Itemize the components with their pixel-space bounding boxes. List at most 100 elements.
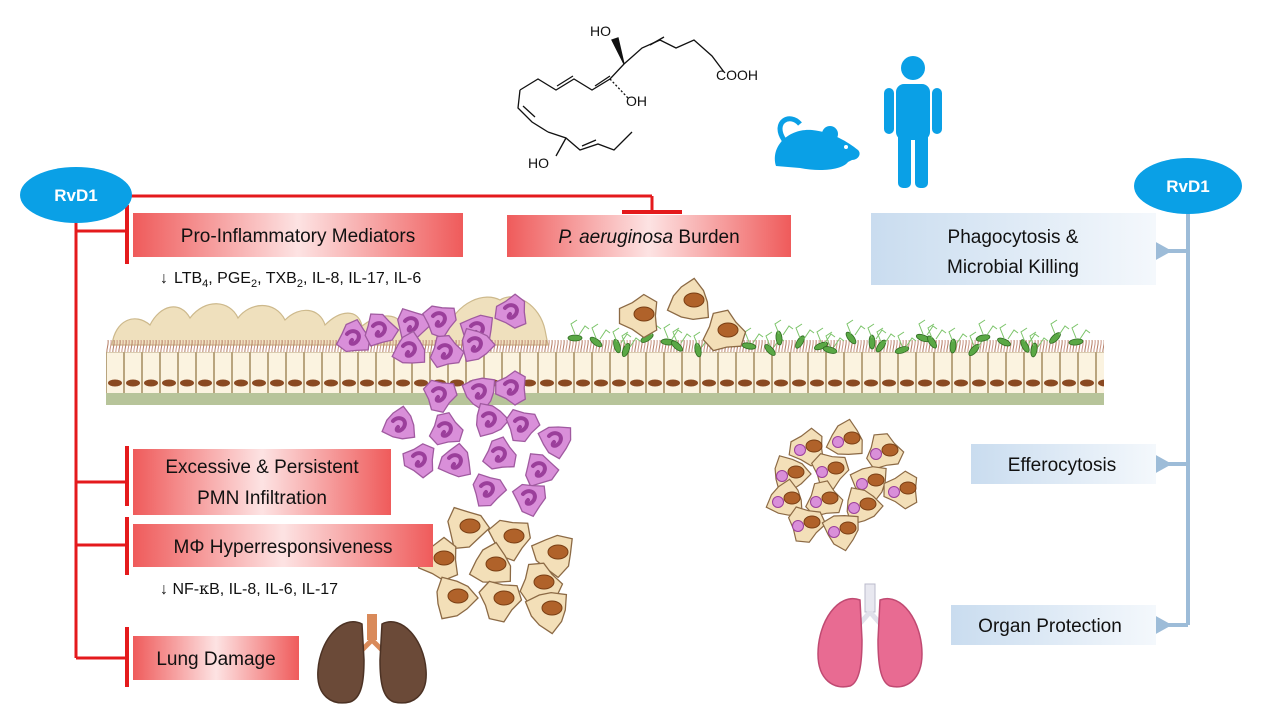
- neutrophil-cell: [381, 405, 416, 440]
- neutrophil-cell: [525, 453, 560, 487]
- pmn-line1: Excessive & Persistent: [165, 457, 359, 478]
- neutrophil-cluster: [335, 293, 572, 518]
- neutrophil-cell: [402, 443, 435, 479]
- rvd1-right-node: RvD1: [1134, 158, 1242, 214]
- bacterium: [845, 319, 866, 345]
- efferocytosis-box: Efferocytosis: [971, 444, 1156, 484]
- mphi-markers: ↓ NF-κB, IL-8, IL-6, IL-17: [160, 579, 338, 598]
- macrophage-cell: [702, 309, 747, 352]
- efferocytosis-cluster: [765, 418, 918, 552]
- healthy-lung-icon: [817, 583, 923, 688]
- bacterium: [1049, 319, 1070, 344]
- rvd1-left-label: RvD1: [54, 186, 97, 205]
- rvd1-right-label: RvD1: [1166, 177, 1209, 196]
- molecule-cooh: COOH: [716, 67, 758, 83]
- bacterium: [1068, 323, 1091, 346]
- rvd1-left-node: RvD1: [20, 167, 132, 223]
- neutrophil-cell: [391, 330, 426, 364]
- efferocytic-macrophage: [774, 455, 812, 493]
- macrophage-cell: [524, 591, 568, 635]
- efferocytic-macrophage: [825, 418, 863, 456]
- macrophage-cell: [618, 293, 658, 339]
- neutrophil-cell: [364, 313, 400, 347]
- phagocytosis-line1: Phagocytosis &: [948, 227, 1079, 248]
- neutrophil-cell: [494, 293, 527, 329]
- macrophage-cell: [417, 536, 459, 582]
- bacterium: [927, 323, 947, 349]
- bacterium: [814, 327, 836, 351]
- bacterium: [1020, 327, 1040, 353]
- pmn-infiltration-box: Excessive & Persistent PMN Infiltration: [133, 449, 391, 515]
- bacterium: [975, 319, 998, 342]
- organ-protection-label: Organ Protection: [978, 616, 1122, 637]
- burden-box: P. aeruginosa Burden: [507, 215, 791, 257]
- molecule-oh-mid: OH: [626, 93, 647, 109]
- bacterium: [774, 319, 794, 346]
- bacterium: [894, 331, 917, 354]
- neutrophil-cell: [422, 379, 458, 414]
- bacterium: [997, 323, 1019, 347]
- pro-inflammatory-box: Pro-Inflammatory Mediators: [133, 213, 463, 257]
- bacterium: [875, 327, 896, 353]
- bacteria-cluster: [567, 319, 1091, 358]
- macrophage-cell: [666, 277, 710, 321]
- bacterium: [621, 331, 641, 358]
- neutrophil-cell: [475, 402, 510, 438]
- neutrophil-cell: [397, 308, 432, 342]
- neutrophil-cell: [481, 436, 517, 470]
- bacterium: [1029, 331, 1049, 358]
- mphi-label: MΦ Hyperresponsiveness: [174, 537, 393, 558]
- bacterium: [867, 323, 887, 350]
- pro-inflammatory-label: Pro-Inflammatory Mediators: [181, 226, 415, 247]
- macrophage-cell: [478, 580, 523, 623]
- molecule-labels: HO OH COOH HO: [528, 23, 758, 171]
- molecule-ho-top: HO: [590, 23, 611, 39]
- mediators-text: ↓LTB4, PGE2, TXB2, IL-8, IL-17, IL-6: [160, 270, 421, 290]
- macrophage-cell: [530, 534, 573, 579]
- neutrophil-cell: [429, 334, 465, 369]
- damaged-lung-icon: [317, 614, 427, 704]
- neutrophil-cell: [511, 483, 547, 518]
- neutrophil-cell: [428, 411, 464, 446]
- efferocytic-macrophage: [883, 470, 918, 510]
- bacterium: [671, 327, 692, 352]
- efferocytic-macrophage: [810, 453, 850, 490]
- organ-protection-box: Organ Protection: [951, 605, 1156, 645]
- neutrophil-cell: [505, 408, 541, 443]
- efferocytic-macrophage: [787, 506, 827, 543]
- neutrophil-cell: [437, 442, 472, 478]
- epithelial-cell-row: [106, 352, 1104, 394]
- human-icon: [884, 56, 942, 188]
- neutrophil-cell: [461, 327, 496, 363]
- bacterium: [948, 327, 968, 354]
- bacterium: [795, 323, 815, 349]
- mediators-list: ↓LTB4, PGE2, TXB2, IL-8, IL-17, IL-6: [160, 270, 421, 290]
- bacterium: [822, 331, 845, 354]
- macrophage-cell: [468, 541, 512, 584]
- macrophage-cell: [436, 576, 479, 620]
- neutrophil-cell: [461, 377, 496, 412]
- pmn-line2: PMN Infiltration: [197, 488, 327, 509]
- phagocytosis-box: Phagocytosis & Microbial Killing: [871, 213, 1156, 285]
- rvd1-molecule-structure: [517, 36, 725, 157]
- molecule-ho-bottom: HO: [528, 155, 549, 171]
- mphi-markers-text: ↓ NF-κB, IL-8, IL-6, IL-17: [160, 579, 338, 598]
- burden-label: P. aeruginosa Burden: [558, 227, 739, 248]
- macrophage-cluster: [417, 277, 747, 635]
- neutrophil-cell: [495, 370, 526, 406]
- lung-damage-label: Lung Damage: [156, 649, 275, 670]
- neutrophil-cell: [335, 318, 371, 353]
- efferocytic-macrophage: [849, 466, 887, 504]
- bacterium: [567, 319, 590, 342]
- neutrophil-cell: [421, 305, 457, 339]
- neutrophil-cell: [537, 426, 572, 460]
- phagocytosis-line2: Microbial Killing: [947, 257, 1079, 278]
- mouse-icon: [774, 116, 860, 170]
- bacterium: [589, 323, 611, 348]
- basement-membrane: [106, 393, 1104, 405]
- efferocytic-macrophage: [765, 478, 803, 516]
- efferocytic-macrophage: [805, 480, 844, 517]
- efferocytosis-label: Efferocytosis: [1008, 455, 1116, 476]
- rvd1-inhibition-lines: [74, 194, 682, 687]
